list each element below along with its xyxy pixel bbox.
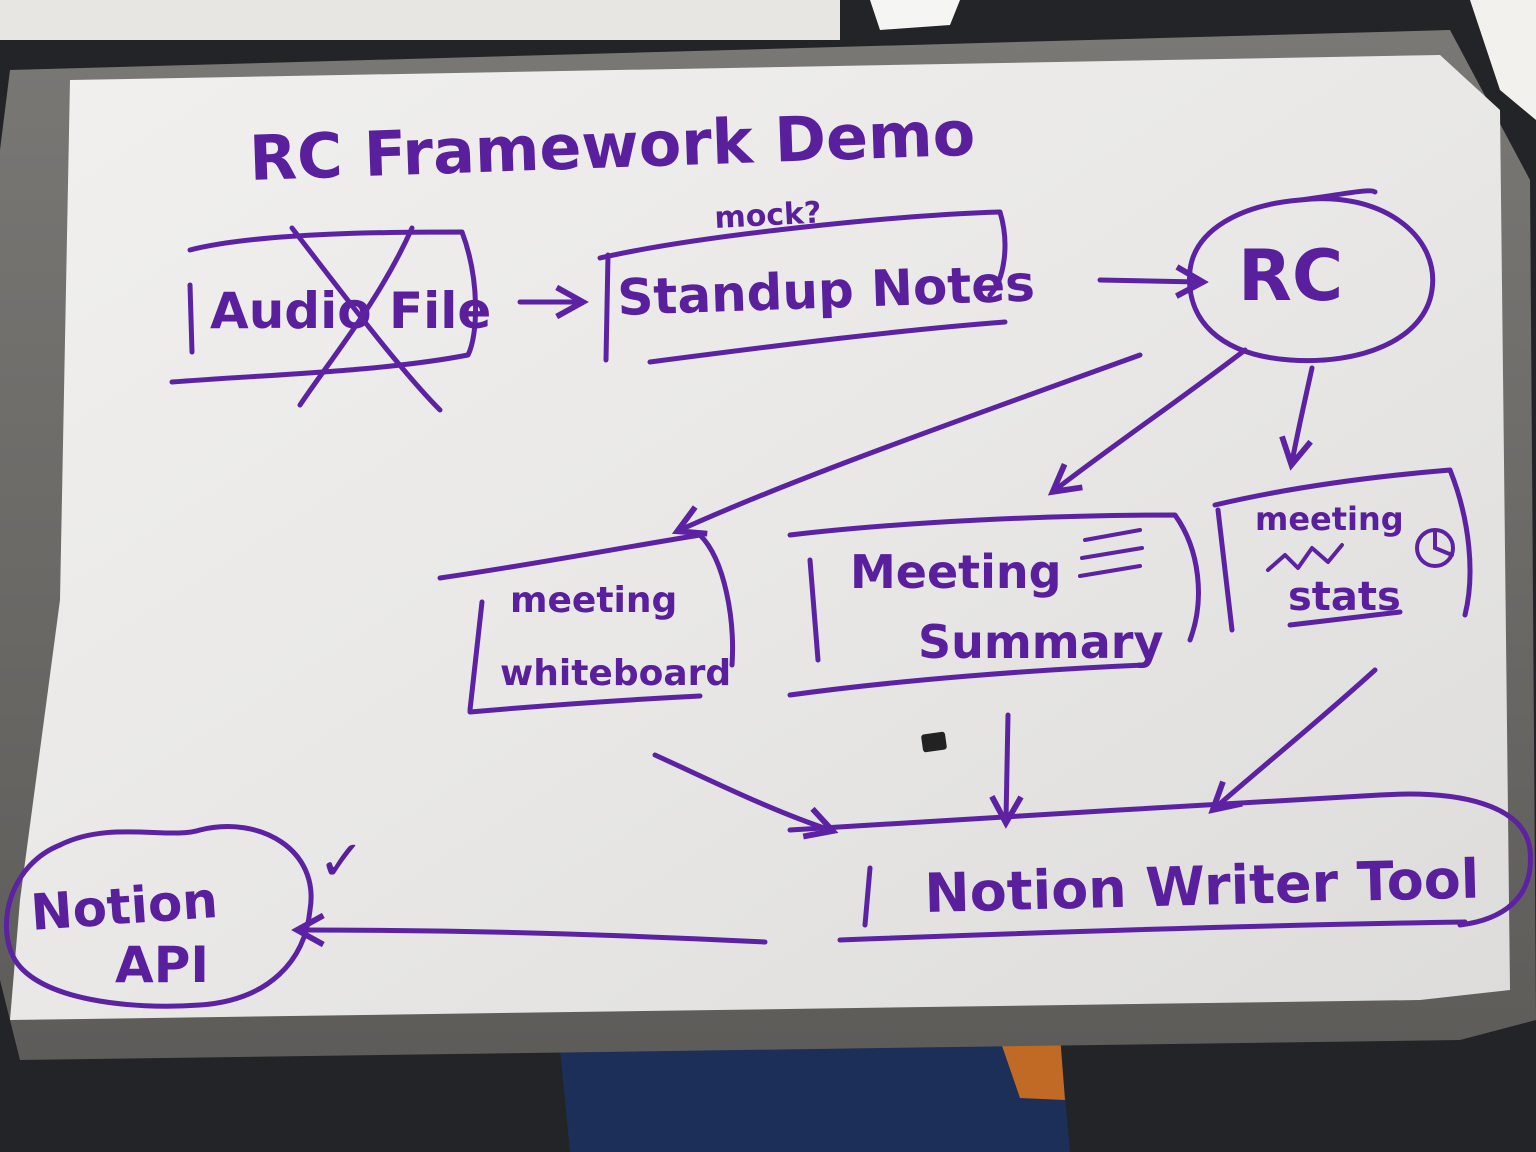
rc-node: RC — [1187, 188, 1436, 364]
notion-writer-tool-box-bottom — [837, 919, 1468, 943]
meeting-whiteboard-line1: meeting — [510, 580, 677, 621]
notion-writer-tool-label: Notion Writer Tool — [924, 847, 1480, 925]
board-magnet — [921, 731, 947, 753]
notion-api-cloud — [3, 824, 314, 1009]
audio-file-box — [169, 229, 478, 385]
arrow-rc-to-whiteboard — [680, 352, 1143, 530]
meeting-whiteboard-underline — [467, 693, 703, 715]
standup-notes-box-left — [603, 252, 611, 363]
notion-writer-tool-box-top — [787, 791, 1533, 928]
paper-top-left — [0, 0, 840, 40]
meeting-summary-box-left — [807, 557, 821, 663]
standup-notes-box — [597, 209, 1008, 298]
arrow-stats-to-writer — [1215, 667, 1378, 808]
orange-shoe — [1000, 1035, 1065, 1100]
cross-out-line-2 — [297, 225, 415, 408]
cable-top-right — [1470, 0, 1536, 120]
meeting-summary-line1: Meeting — [850, 545, 1062, 599]
notion-api-node: Notion API ✓ — [3, 824, 365, 1009]
rc-label: RC — [1238, 235, 1343, 317]
arrow-standup-to-rc — [1097, 280, 1200, 282]
meeting-whiteboard-box — [437, 532, 735, 668]
audio-file-box-left — [187, 282, 195, 355]
meeting-stats-box-left — [1215, 507, 1235, 633]
pie-chart-slices — [1433, 528, 1454, 557]
whiteboard-surface — [10, 55, 1510, 1020]
meeting-stats-node: meeting stats — [1212, 467, 1473, 633]
meeting-summary-node: Meeting Summary — [787, 512, 1201, 698]
meeting-summary-line2: Summary — [918, 615, 1163, 669]
document-lines-icon — [1078, 528, 1144, 578]
checkmark-icon: ✓ — [318, 829, 365, 894]
meeting-stats-underline — [1287, 609, 1403, 628]
arrow-summary-to-writer — [1006, 712, 1008, 820]
standup-notes-underline — [647, 319, 1008, 365]
arrow-rc-to-stats — [1292, 365, 1315, 462]
meeting-stats-line1: meeting — [1255, 500, 1404, 538]
cross-out-line-1 — [289, 225, 443, 413]
meeting-stats-box — [1212, 467, 1473, 618]
notion-writer-tool-box-left — [862, 865, 873, 928]
cloth-top — [870, 0, 960, 30]
meeting-summary-box — [787, 512, 1201, 643]
meeting-whiteboard-node: meeting whiteboard — [437, 532, 735, 715]
line-chart-icon — [1266, 543, 1344, 572]
arrow-writer-to-notion-api — [300, 930, 768, 942]
notion-api-line1: Notion — [29, 871, 220, 942]
notion-api-line2: API — [115, 936, 209, 994]
meeting-whiteboard-line2: whiteboard — [500, 653, 731, 694]
meeting-summary-bottom — [787, 662, 1148, 698]
lap-jeans — [560, 1040, 1070, 1152]
arrow-rc-to-summary — [1055, 347, 1248, 490]
meeting-whiteboard-box-left — [467, 599, 485, 713]
notion-writer-tool-node: Notion Writer Tool — [787, 791, 1533, 943]
audio-file-node: Audio File — [169, 225, 491, 413]
arrow-whiteboard-to-writer — [652, 752, 830, 830]
